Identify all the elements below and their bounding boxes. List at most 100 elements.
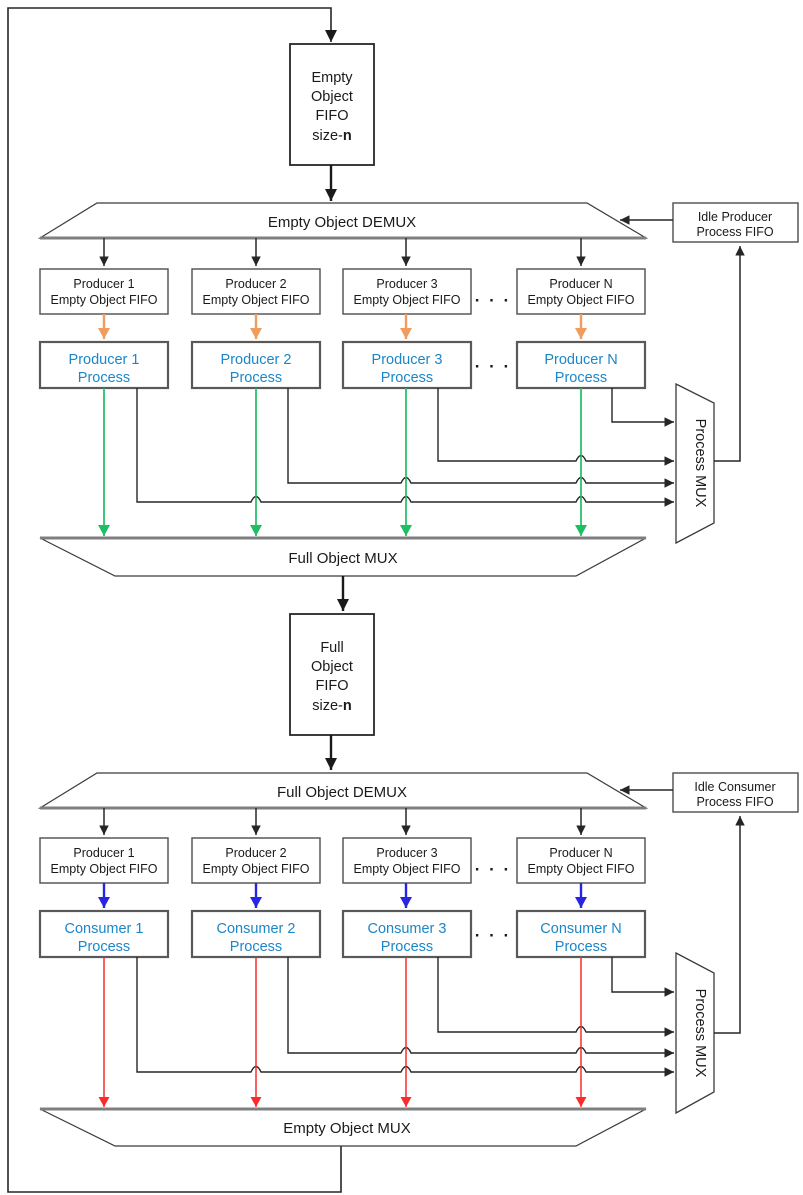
producer-fifo-ellipsis: · · ·	[475, 291, 511, 310]
empty-object-mux: Empty Object MUX	[39, 1107, 647, 1147]
consumer-fifo-box-1: Producer 1 Empty Object FIFO	[39, 837, 169, 884]
producer-fifo-n-line1: Producer N	[549, 277, 612, 291]
producer-process-mux-label: Process MUX	[692, 419, 708, 508]
consumer-process-rect-2	[190, 909, 322, 959]
empty-object-fifo-line3: FIFO	[315, 108, 348, 124]
consumer-fifo-box-2: Producer 2 Empty Object FIFO	[191, 837, 321, 884]
producer-process-3-line1: Producer 3	[372, 352, 443, 368]
producer-process-n-line1: Producer N	[544, 352, 617, 368]
full-object-fifo-box: Full Object FIFO size-n	[289, 613, 375, 736]
empty-object-fifo-rect	[289, 43, 375, 166]
consumer-section: Full Object FIFO size-n Full Object DEMU…	[37, 576, 799, 1147]
feedback-loop-line	[7, 7, 342, 1193]
full-object-fifo-line1: Full	[320, 640, 343, 656]
producer-fifo-3-line1: Producer 3	[376, 277, 437, 291]
consumer-fifo-rect-2	[191, 837, 321, 884]
producer-process-1-line1: Producer 1	[69, 352, 140, 368]
consumer-fifo-1-line2: Empty Object FIFO	[51, 862, 158, 876]
line-process-mux-to-idle-producer	[714, 246, 745, 462]
consumer-process-1-line1: Consumer 1	[65, 921, 144, 937]
consumer-fifo-rect-1	[39, 837, 169, 884]
producer-process-rect-1	[38, 340, 170, 390]
consumer-process-rect-3	[341, 909, 473, 959]
consumer-fifo-n-line1: Producer N	[549, 846, 612, 860]
idle-producer-fifo-line1: Idle Producer	[698, 210, 772, 224]
consumer-process-2-line2: Process	[230, 939, 282, 955]
producer-fifo-1-line2: Empty Object FIFO	[51, 293, 158, 307]
producer-process-1-line2: Process	[78, 370, 130, 386]
consumer-process-mux-label: Process MUX	[692, 989, 708, 1078]
producer-process-box-n: Producer N Process	[515, 340, 647, 390]
producer-process-rect-n	[515, 340, 647, 390]
empty-object-fifo-line1: Empty	[311, 70, 353, 86]
full-object-fifo-line2: Object	[311, 659, 353, 675]
producer-fifo-rect-n	[516, 268, 646, 315]
producer-process-rect-2	[190, 340, 322, 390]
consumer-fifo-box-n: Producer N Empty Object FIFO	[516, 837, 646, 884]
producer-process-ellipsis: · · ·	[475, 357, 511, 376]
producer-process-2-line1: Producer 2	[221, 352, 292, 368]
consumer-process-mux: Process MUX	[675, 951, 715, 1115]
route-producer-n-to-mux	[611, 388, 674, 427]
empty-object-mux-label: Empty Object MUX	[283, 1120, 411, 1137]
full-object-fifo-line4: size-n	[312, 698, 351, 714]
consumer-process-n-line1: Consumer N	[540, 921, 621, 937]
producer-section: Empty Object FIFO size-n Empty Object DE…	[37, 43, 799, 577]
producer-process-rect-3	[341, 340, 473, 390]
producer-process-3-line2: Process	[381, 370, 433, 386]
consumer-fifo-rect-n	[516, 837, 646, 884]
producer-fifo-rect-3	[342, 268, 472, 315]
consumer-fifo-2-line1: Producer 2	[225, 846, 286, 860]
producer-fifo-2-line1: Producer 2	[225, 277, 286, 291]
consumer-process-mux-shape	[675, 951, 715, 1115]
consumer-fifo-rect-3	[342, 837, 472, 884]
full-object-mux-label: Full Object MUX	[288, 550, 397, 567]
producer-fifo-box-3: Producer 3 Empty Object FIFO	[342, 268, 472, 315]
producer-process-box-1: Producer 1 Process	[38, 340, 170, 390]
consumer-process-box-2: Consumer 2 Process	[190, 909, 322, 959]
idle-consumer-fifo-line2: Process FIFO	[696, 795, 773, 809]
line-process-mux-to-idle-consumer	[714, 816, 745, 1034]
producer-process-box-3: Producer 3 Process	[341, 340, 473, 390]
idle-producer-fifo-rect	[672, 202, 799, 243]
consumer-process-box-n: Consumer N Process	[515, 909, 647, 959]
empty-object-fifo-line4: size-n	[312, 128, 351, 144]
empty-object-fifo-line2: Object	[311, 89, 353, 105]
route-producer-3-to-mux	[437, 388, 674, 466]
full-object-mux: Full Object MUX	[39, 536, 647, 577]
producer-process-box-2: Producer 2 Process	[190, 340, 322, 390]
idle-producer-process-fifo-box: Idle Producer Process FIFO	[620, 202, 799, 243]
consumer-fifo-box-3: Producer 3 Empty Object FIFO	[342, 837, 472, 884]
empty-object-fifo-box: Empty Object FIFO size-n	[289, 43, 375, 166]
producer-fifo-1-line1: Producer 1	[73, 277, 134, 291]
consumer-process-2-line1: Consumer 2	[217, 921, 296, 937]
idle-consumer-process-fifo-box: Idle Consumer Process FIFO	[620, 772, 799, 813]
consumer-process-box-1: Consumer 1 Process	[38, 909, 170, 959]
consumer-fifo-ellipsis: · · ·	[475, 860, 511, 879]
consumer-fifo-3-line2: Empty Object FIFO	[354, 862, 461, 876]
consumer-fifo-1-line1: Producer 1	[73, 846, 134, 860]
producer-fifo-2-line2: Empty Object FIFO	[203, 293, 310, 307]
idle-producer-fifo-line2: Process FIFO	[696, 225, 773, 239]
full-object-demux: Full Object DEMUX	[37, 772, 649, 810]
consumer-fifo-2-line2: Empty Object FIFO	[203, 862, 310, 876]
full-object-demux-label: Full Object DEMUX	[277, 784, 407, 801]
producer-fifo-box-n: Producer N Empty Object FIFO	[516, 268, 646, 315]
consumer-process-n-line2: Process	[555, 939, 607, 955]
producer-process-mux-shape	[675, 382, 715, 545]
full-object-fifo-line3: FIFO	[315, 678, 348, 694]
consumer-fifo-n-line2: Empty Object FIFO	[528, 862, 635, 876]
empty-object-demux-label: Empty Object DEMUX	[268, 214, 416, 231]
producer-fifo-3-line2: Empty Object FIFO	[354, 293, 461, 307]
route-consumer-3-to-mux	[437, 957, 674, 1037]
producer-fifo-rect-2	[191, 268, 321, 315]
consumer-process-box-3: Consumer 3 Process	[341, 909, 473, 959]
consumer-process-rect-n	[515, 909, 647, 959]
route-producer-2-to-mux	[287, 388, 674, 488]
producer-fifo-box-2: Producer 2 Empty Object FIFO	[191, 268, 321, 315]
producer-process-2-line2: Process	[230, 370, 282, 386]
consumer-process-1-line2: Process	[78, 939, 130, 955]
consumer-fifo-3-line1: Producer 3	[376, 846, 437, 860]
route-consumer-2-to-mux	[287, 957, 674, 1058]
